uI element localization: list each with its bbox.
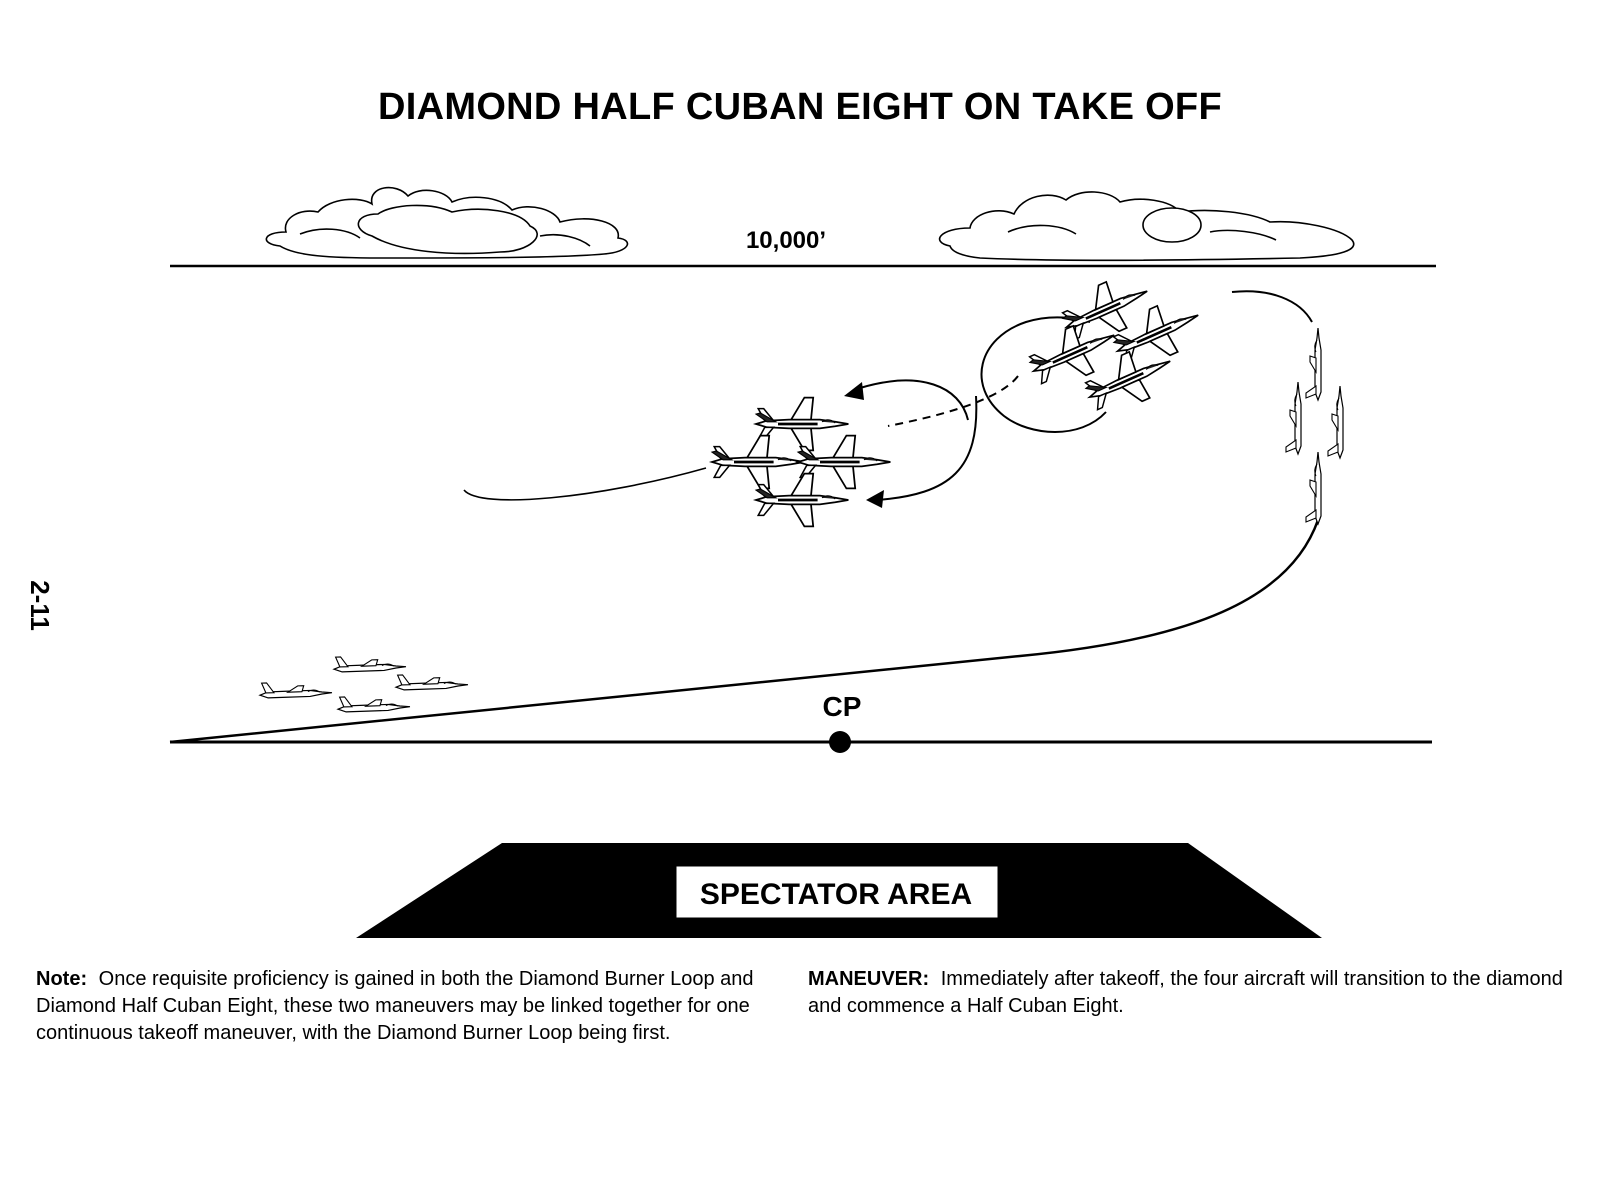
cloud-left — [265, 186, 629, 259]
jet-icon — [1305, 451, 1322, 525]
loop-path-top — [859, 379, 969, 421]
jet-icon — [333, 654, 407, 673]
jet-icon — [710, 434, 806, 490]
exit-path — [463, 467, 707, 501]
arrowhead-top — [844, 382, 864, 400]
jet-icon — [395, 672, 469, 691]
cp-marker — [829, 731, 851, 753]
takeoff-formation — [259, 654, 469, 713]
note-text: Once requisite proficiency is gained in … — [36, 968, 754, 1044]
note-paragraph: Note: Once requisite proficiency is gain… — [36, 966, 776, 1047]
cloud-right — [938, 191, 1355, 262]
vertical-formation — [1285, 327, 1344, 525]
jet-icon — [754, 472, 850, 528]
loop-path-right — [980, 316, 1107, 433]
jet-icon — [1327, 385, 1344, 459]
jet-icon — [337, 694, 411, 713]
diamond-formation-center — [710, 396, 892, 528]
jet-icon — [1285, 381, 1302, 455]
jet-icon — [754, 396, 850, 452]
cp-label: CP — [823, 691, 862, 722]
maneuver-text: Immediately after takeoff, the four airc… — [808, 968, 1563, 1017]
arrowhead-bottom — [866, 490, 884, 508]
maneuver-label: MANEUVER: — [808, 968, 930, 990]
maneuver-paragraph: MANEUVER: Immediately after takeoff, the… — [808, 966, 1568, 1020]
diagram-title: DIAMOND HALF CUBAN EIGHT ON TAKE OFF — [378, 86, 1222, 128]
takeoff-path — [169, 519, 1320, 744]
spectator-label-box — [675, 865, 999, 919]
note-label: Note: — [36, 968, 88, 990]
diamond-formation-top — [1022, 266, 1210, 422]
climb-path — [1231, 290, 1313, 323]
jet-icon — [259, 680, 333, 699]
jet-icon — [1305, 327, 1322, 401]
altitude-label: 10,000’ — [746, 227, 826, 254]
loop-path-left — [877, 395, 978, 501]
spectator-label: SPECTATOR AREA — [700, 878, 972, 911]
dashed-transition — [887, 375, 1019, 427]
